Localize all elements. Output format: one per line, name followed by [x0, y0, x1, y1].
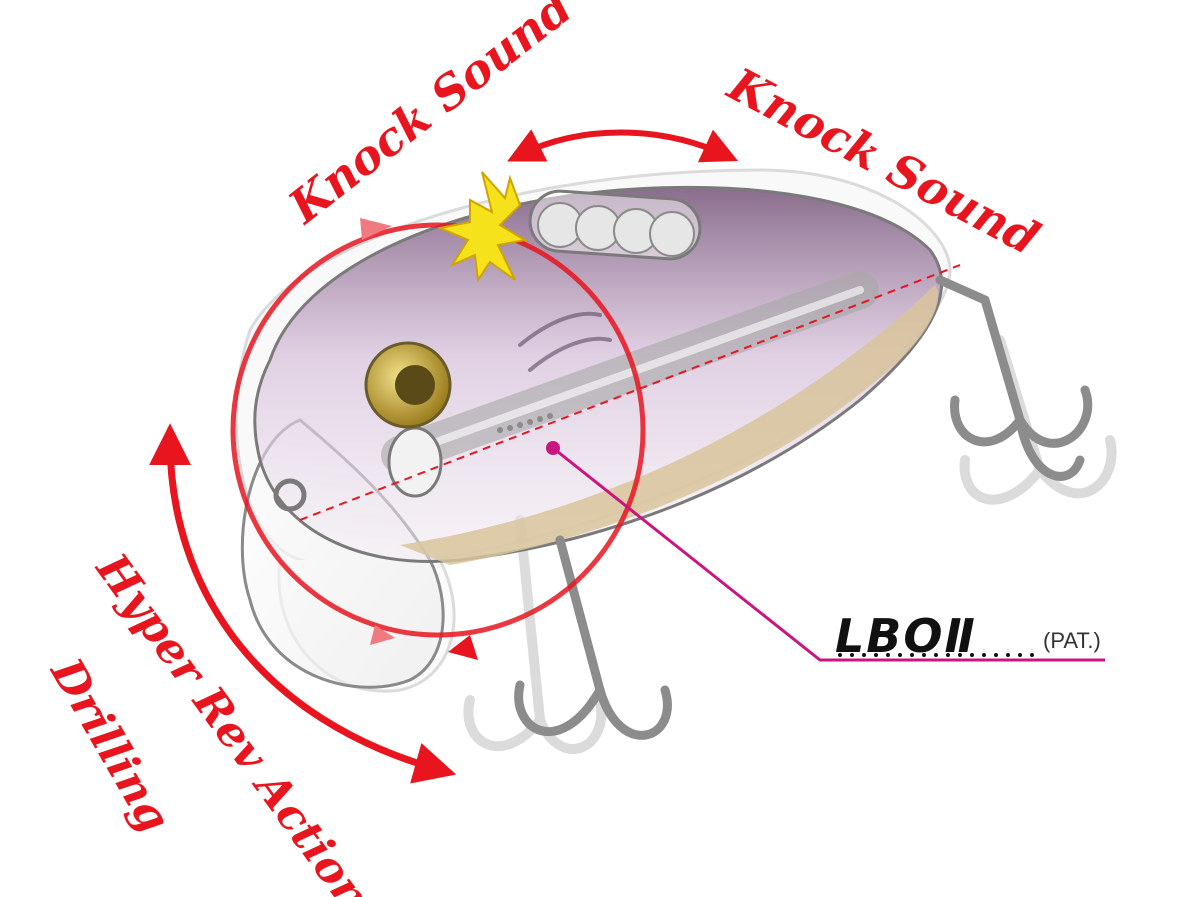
- rev-action-arrow: [149, 423, 457, 784]
- rattle-chamber: [528, 189, 702, 261]
- lbo-logo: LBOⅡ: [835, 609, 977, 663]
- pat-label: (PAT.): [1043, 628, 1101, 653]
- impact-burst-icon: [436, 171, 528, 283]
- gill-mark: [518, 311, 612, 372]
- lbo-callout: LBOⅡ (PAT.): [546, 441, 1105, 663]
- lbo-dots: [838, 653, 1034, 657]
- eye: [364, 341, 452, 429]
- drilling-label: Drilling: [39, 648, 180, 841]
- treble-hook-belly: [514, 535, 672, 740]
- treble-hook-rear: [935, 275, 1093, 481]
- knock-arrow-top: [507, 129, 739, 163]
- arrow-top-light-icon: [360, 218, 392, 240]
